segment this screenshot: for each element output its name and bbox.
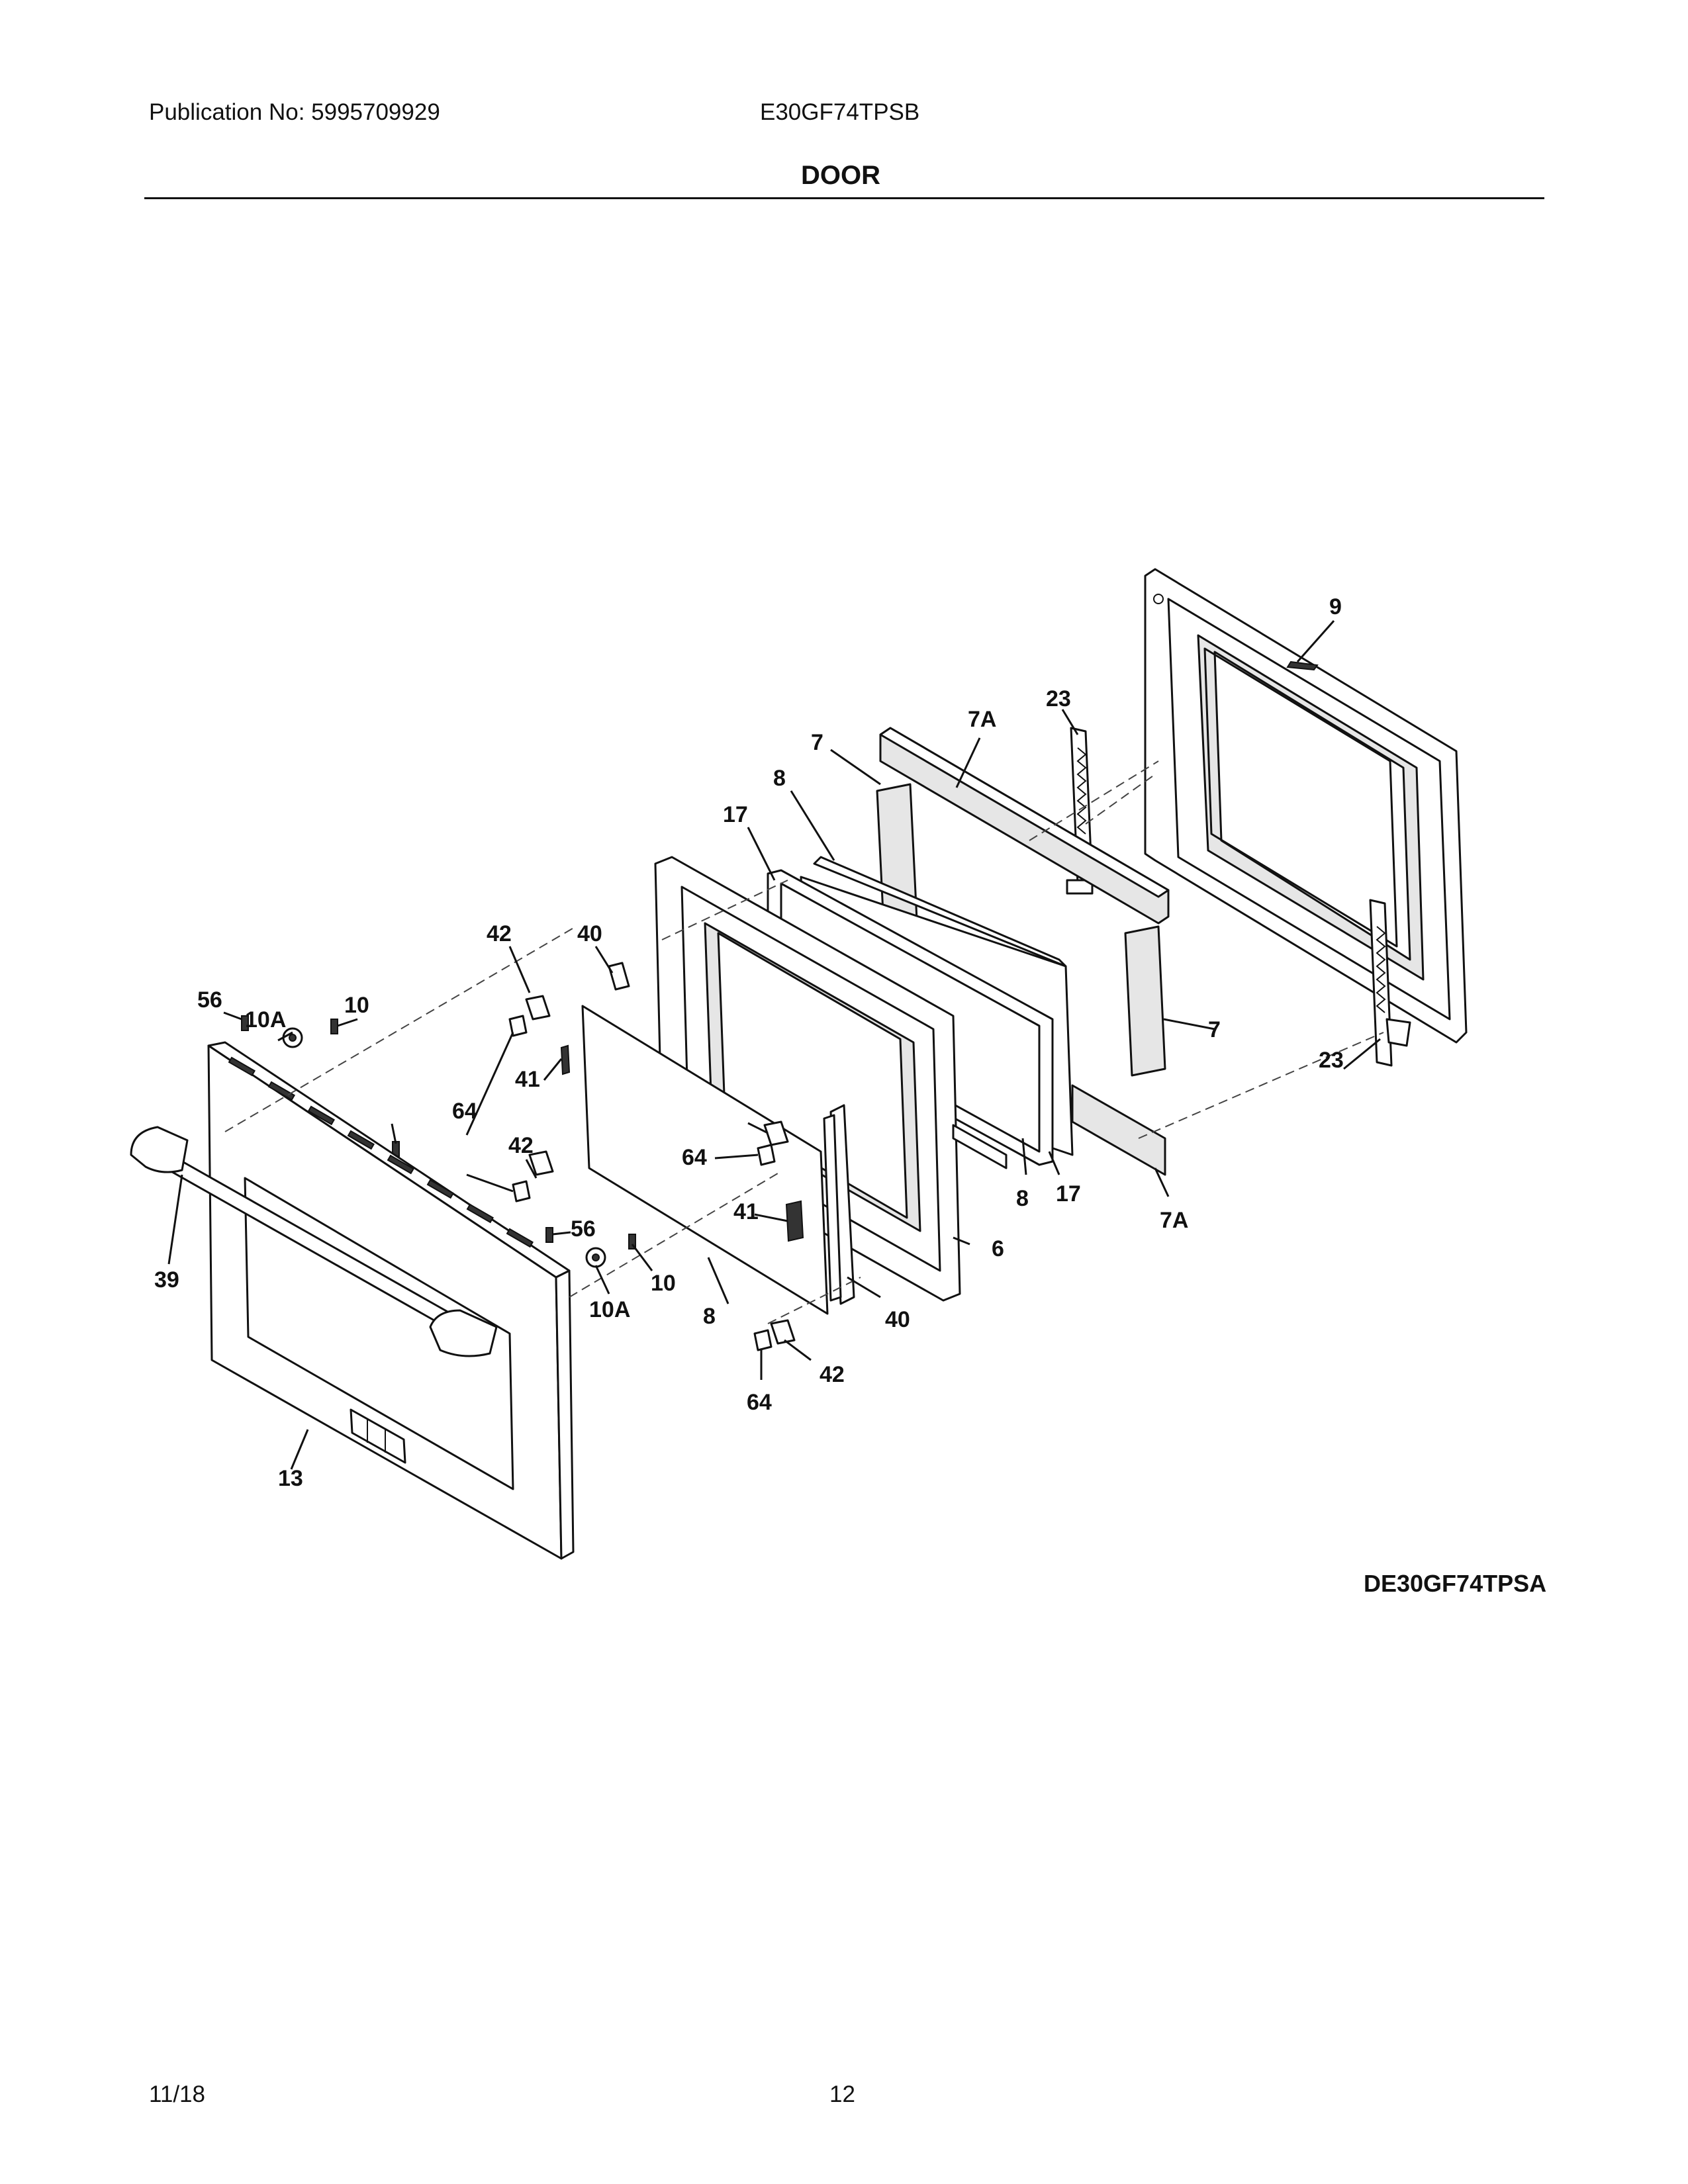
callout-41-b: 41 bbox=[733, 1199, 759, 1224]
callout-41-a: 41 bbox=[515, 1067, 540, 1092]
callout-64-c: 64 bbox=[747, 1390, 772, 1415]
callout-40-top: 40 bbox=[577, 921, 602, 946]
callout-7-right: 7 bbox=[1208, 1017, 1221, 1042]
callout-23-top: 23 bbox=[1046, 686, 1071, 711]
callout-10a-a: 10A bbox=[245, 1007, 286, 1032]
leader-lines bbox=[167, 620, 1381, 1470]
callout-42-b: 42 bbox=[508, 1133, 534, 1158]
callout-39: 39 bbox=[154, 1267, 179, 1293]
callout-6: 6 bbox=[992, 1236, 1004, 1261]
drawing-id: DE30GF74TPSA bbox=[1364, 1570, 1547, 1597]
callout-10a-b: 10A bbox=[589, 1297, 630, 1322]
part-hinge-lower bbox=[1369, 899, 1411, 1067]
callout-42-c: 42 bbox=[820, 1362, 845, 1387]
part-clips bbox=[508, 962, 804, 1351]
part-insulation-right bbox=[1124, 925, 1166, 1077]
callout-8-rear: 8 bbox=[773, 766, 786, 791]
callout-40-bottom: 40 bbox=[885, 1307, 910, 1332]
part-door-liner bbox=[654, 856, 1008, 1302]
callout-17-right: 17 bbox=[1056, 1181, 1081, 1206]
callout-8-front: 8 bbox=[703, 1304, 716, 1329]
part-insulation-bottom bbox=[1071, 1084, 1166, 1176]
part-outer-door-panel bbox=[207, 1041, 575, 1560]
publication-date: 11/18 bbox=[149, 2081, 205, 2107]
callout-7a-bottom: 7A bbox=[1160, 1208, 1188, 1233]
callout-13: 13 bbox=[278, 1466, 303, 1491]
callout-56-b: 56 bbox=[571, 1216, 596, 1242]
callout-8-mid: 8 bbox=[1016, 1186, 1029, 1211]
publication-number: Publication No: 5995709929 bbox=[149, 99, 440, 125]
callout-42-a: 42 bbox=[487, 921, 512, 946]
callout-7a-top: 7A bbox=[968, 707, 996, 732]
section-title: DOOR bbox=[801, 161, 880, 190]
callout-7-left: 7 bbox=[811, 730, 823, 755]
callout-9: 9 bbox=[1329, 594, 1342, 619]
page-number: 12 bbox=[829, 2081, 855, 2107]
part-door-handle bbox=[130, 1126, 498, 1357]
callouts: 9 7A 23 7 8 17 42 40 56 10A 10 41 64 42 … bbox=[154, 594, 1344, 1491]
callout-10-b: 10 bbox=[651, 1271, 676, 1296]
callout-64-b: 64 bbox=[682, 1145, 707, 1170]
explode-lines bbox=[224, 760, 1384, 1324]
callout-10-a: 10 bbox=[344, 993, 369, 1018]
part-inner-door-frame bbox=[1144, 568, 1468, 1044]
part-screws bbox=[241, 1015, 636, 1268]
part-glass-front bbox=[581, 1005, 829, 1315]
model-number: E30GF74TPSB bbox=[760, 99, 920, 125]
part-vent-bracket bbox=[823, 1104, 855, 1305]
callout-17-left: 17 bbox=[723, 802, 748, 827]
part-insulation-top bbox=[879, 727, 1170, 925]
callout-23-bottom: 23 bbox=[1319, 1048, 1344, 1073]
callout-64-a: 64 bbox=[452, 1099, 477, 1124]
callout-56-a: 56 bbox=[197, 987, 222, 1013]
header-rule bbox=[144, 197, 1544, 199]
